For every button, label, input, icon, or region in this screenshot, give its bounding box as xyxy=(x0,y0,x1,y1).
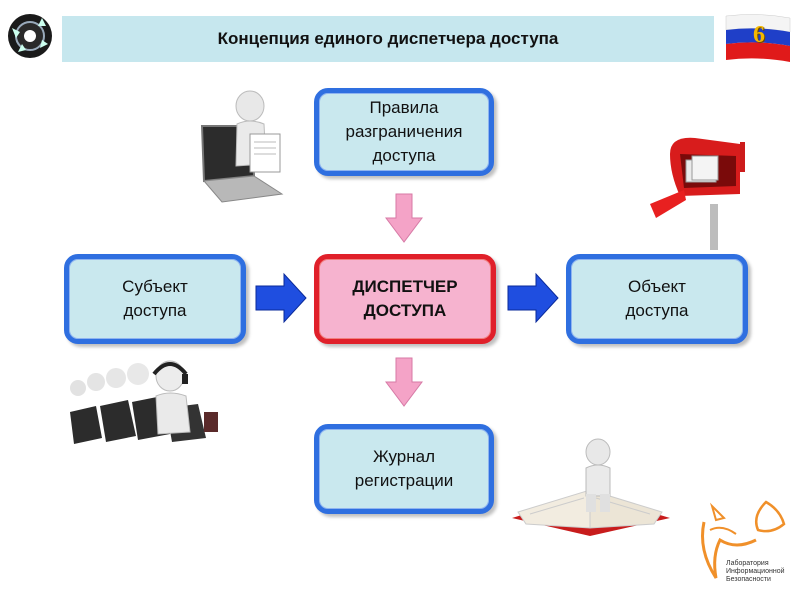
lab-name-line-1: Лаборатория xyxy=(726,560,769,567)
lab-name-line-2: Информационной xyxy=(726,568,785,575)
journal-box-line-1: Журнал xyxy=(372,447,436,466)
object-box-line-1: Объект xyxy=(628,277,686,296)
subject-box-line-1: Субъект xyxy=(122,277,188,296)
arrow-subject-to-dispatcher xyxy=(255,272,307,324)
call-center-icon xyxy=(66,352,234,448)
fox-logo-icon: Лаборатория Информационной Безопасности xyxy=(696,500,796,596)
person-laptop-icon xyxy=(192,86,292,206)
rules-box-line-2: разграничения xyxy=(345,122,463,141)
title-bar: Концепция единого диспетчера доступа xyxy=(62,16,714,62)
subject-box-line-2: доступа xyxy=(123,301,187,320)
subject-box: Субъект доступа xyxy=(64,254,246,344)
page-title: Концепция единого диспетчера доступа xyxy=(217,29,559,48)
dispatcher-box-line-1: ДИСПЕТЧЕР xyxy=(352,277,458,296)
rules-box: Правила разграничения доступа xyxy=(314,88,494,176)
journal-box: Журнал регистрации xyxy=(314,424,494,514)
rules-box-line-1: Правила xyxy=(369,98,439,117)
object-box-line-2: доступа xyxy=(625,301,689,320)
lab-name: Лаборатория Информационной Безопасности xyxy=(726,560,785,584)
dispatcher-box: ДИСПЕТЧЕР ДОСТУПА xyxy=(314,254,496,344)
arrow-rules-to-dispatcher xyxy=(385,193,423,243)
rules-box-line-3: доступа xyxy=(372,146,436,165)
gear-logo-icon xyxy=(2,8,58,64)
arrow-dispatcher-to-object xyxy=(507,272,559,324)
lab-name-line-3: Безопасности xyxy=(726,576,771,583)
mailbox-icon xyxy=(640,134,760,250)
object-box: Объект доступа xyxy=(566,254,748,344)
dispatcher-box-line-2: ДОСТУПА xyxy=(363,301,447,320)
journal-box-line-2: регистрации xyxy=(354,471,454,490)
arrow-dispatcher-to-journal xyxy=(385,357,423,407)
russia-flag-icon: 6 xyxy=(722,12,794,66)
person-book-icon xyxy=(506,432,676,544)
slide-number: 6 xyxy=(753,22,765,48)
